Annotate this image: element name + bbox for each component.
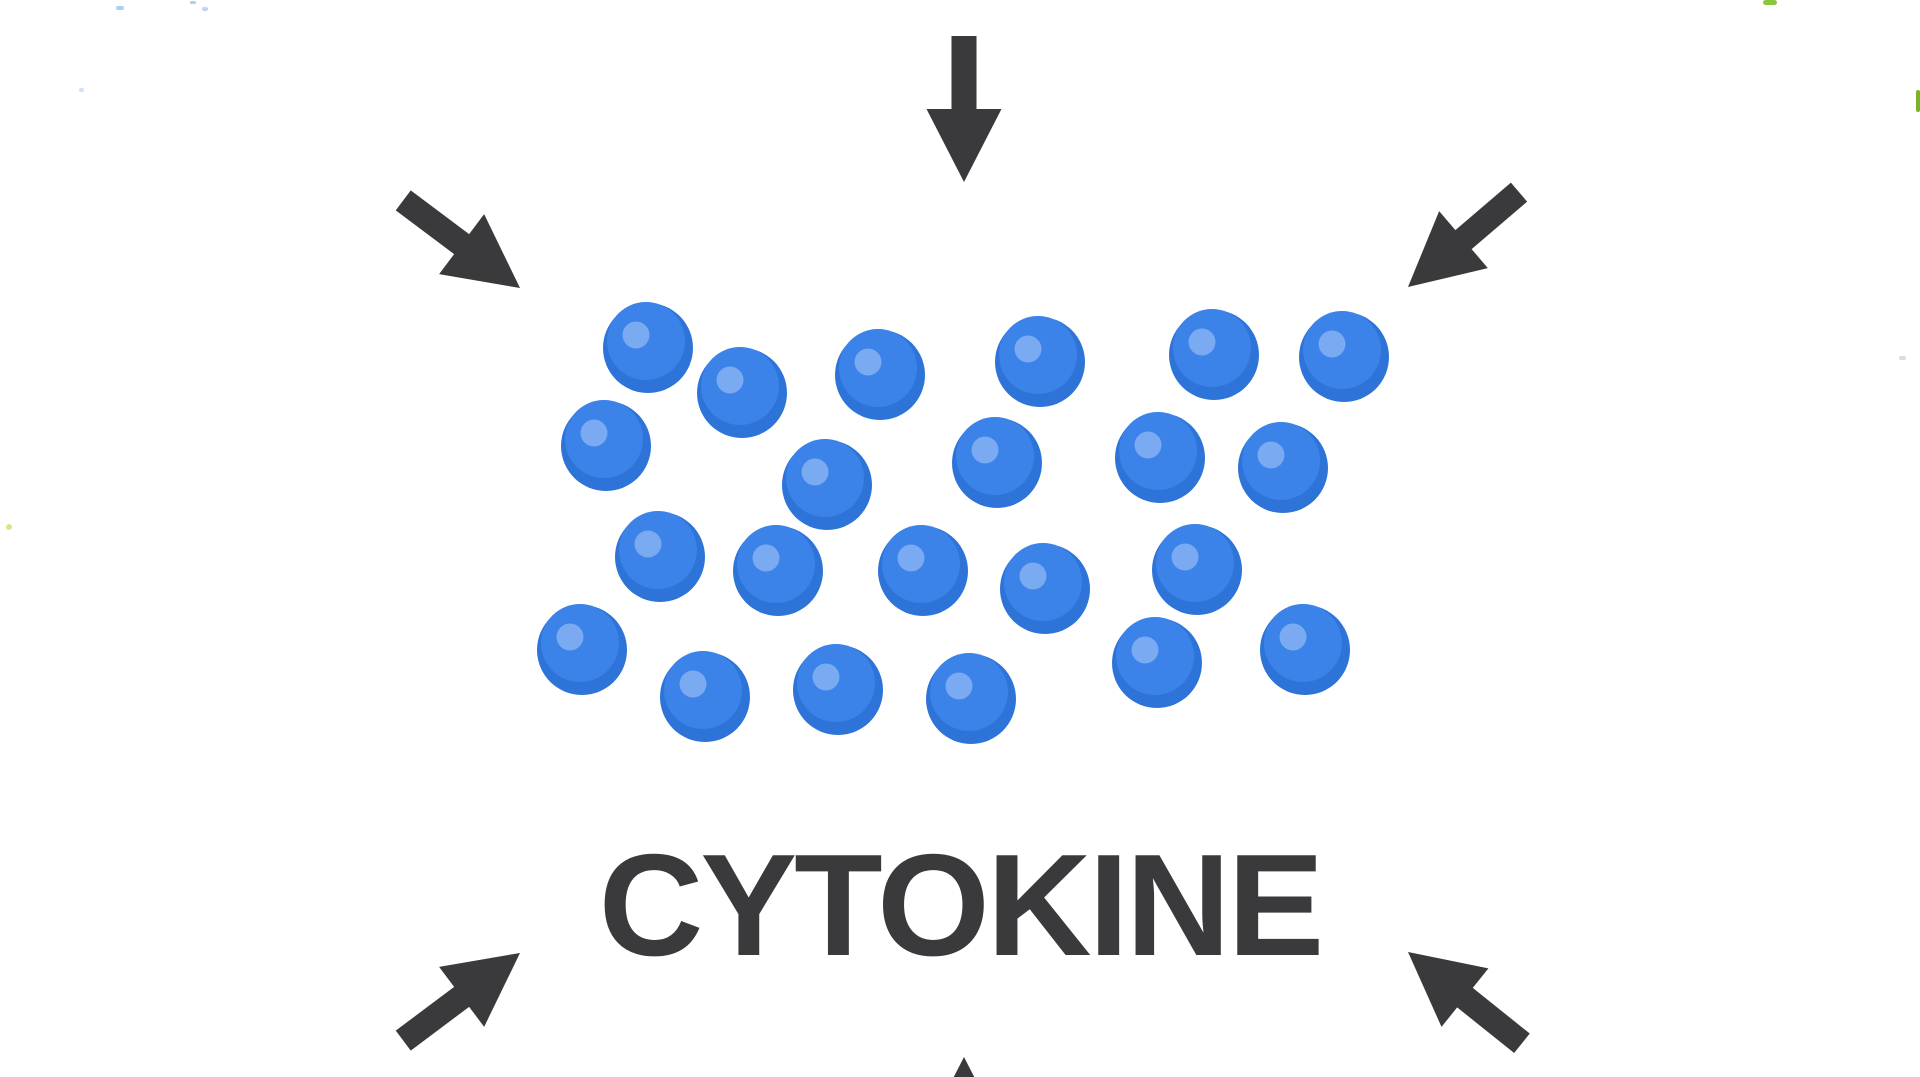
cytokine-molecule [1299,311,1389,402]
arrow-top [926,36,1002,182]
molecule-highlight [854,348,882,376]
edge-speck [79,88,84,92]
cytokine-molecule [1238,422,1328,513]
cytokine-molecule [1169,309,1259,400]
cytokine-molecule [733,525,823,616]
cytokine-molecule [878,525,968,616]
edge-speck [1916,90,1920,112]
cytokine-molecule [995,316,1085,407]
cytokine-molecule [1000,543,1090,634]
molecule-highlight [716,366,744,394]
molecule-highlight [1134,431,1162,459]
cytokine-molecule [782,439,872,530]
cytokine-molecule [835,329,925,420]
molecule-highlight [1318,330,1346,358]
cytokine-molecule [561,400,651,491]
cytokine-molecule [1112,617,1202,708]
molecule-highlight [580,419,608,447]
molecule-highlight [945,672,973,700]
arrow-upper-right [1408,182,1528,287]
molecule-highlight [556,623,584,651]
molecule-highlight [897,544,925,572]
molecule-highlight [1019,562,1047,590]
molecule-highlight [1171,543,1199,571]
edge-speck [190,1,196,4]
molecule-highlight [1131,636,1159,664]
molecule-highlight [679,670,707,698]
molecule-highlight [971,436,999,464]
edge-speck [1899,356,1906,360]
cytokine-molecule [793,644,883,735]
molecule-highlight [634,530,662,558]
arrow-lower-left [395,953,520,1051]
cytokine-label: CYTOKINE [598,824,1325,986]
molecule-highlight [1014,335,1042,363]
cytokine-molecule [697,347,787,438]
cytokine-molecule [1115,412,1205,503]
molecule-highlight [752,544,780,572]
edge-specks-layer [6,0,1920,530]
molecule-highlight [1279,623,1307,651]
cytokine-molecule [537,604,627,695]
molecule-highlight [801,458,829,486]
molecule-highlight [622,321,650,349]
arrow-upper-left [395,190,520,288]
molecule-highlight [1257,441,1285,469]
edge-speck [116,6,124,10]
edge-speck [1763,0,1777,5]
cytokine-molecule [952,417,1042,508]
molecule-highlight [1188,328,1216,356]
cytokine-molecule [660,651,750,742]
edge-speck [202,7,208,11]
arrow-bottom [926,1057,1002,1077]
molecule-highlight [812,663,840,691]
cytokine-molecule [1152,524,1242,615]
edge-speck [6,524,12,530]
cytokine-molecule [1260,604,1350,695]
cytokine-molecules-cluster [537,302,1389,744]
arrow-lower-right [1408,952,1530,1054]
cytokine-molecule [615,511,705,602]
cytokine-molecule [603,302,693,393]
inward-arrows-layer [395,36,1530,1077]
cytokine-molecule [926,653,1016,744]
